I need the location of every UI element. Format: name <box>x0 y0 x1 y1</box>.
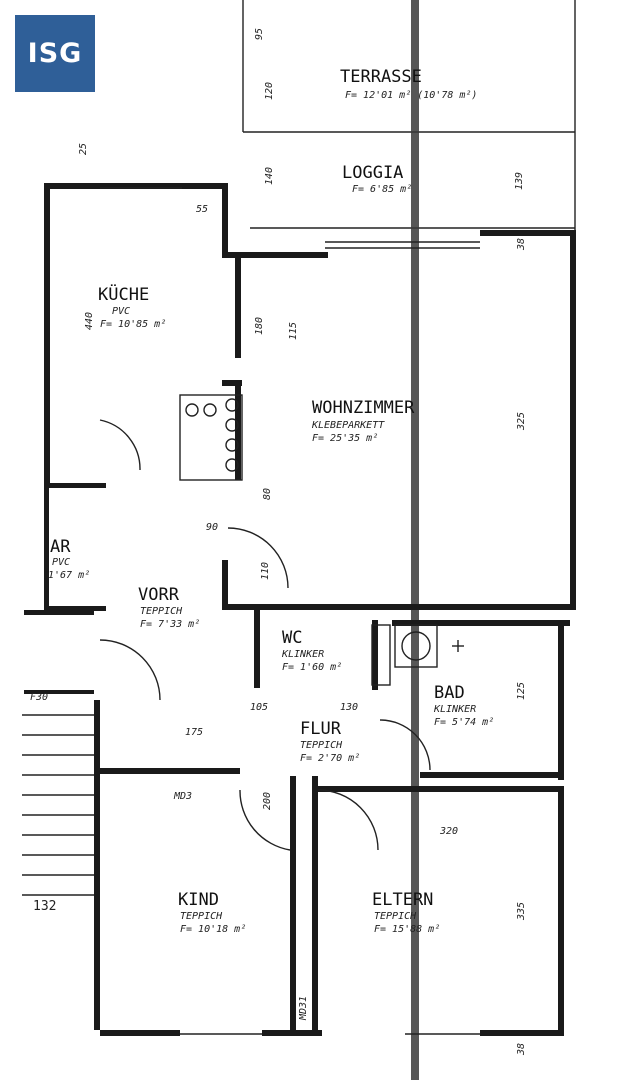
room-name-kind: KIND <box>178 890 219 910</box>
marks: 132 MD3 MD31 F30 <box>30 692 309 1021</box>
isg-logo: ISG <box>15 15 95 92</box>
room-area-kind: F= 10'18 m² <box>180 924 246 935</box>
room-area-loggia: F= 6'85 m² <box>352 184 412 195</box>
room-name-kueche: KÜCHE <box>98 283 149 305</box>
room-loggia: LOGGIA F= 6'85 m² <box>342 163 412 195</box>
dim-label: 80 <box>262 488 273 500</box>
room-area-eltern: F= 15'88 m² <box>374 924 440 935</box>
dim-label: 200 <box>262 792 273 810</box>
dim-label: 120 <box>264 82 275 100</box>
room-kind: KIND TEPPICH F= 10'18 m² <box>178 890 246 935</box>
dim-label: 38 <box>516 1043 527 1056</box>
room-floor-flur: TEPPICH <box>300 740 343 751</box>
room-name-flur: FLUR <box>300 719 342 739</box>
room-flur: FLUR TEPPICH F= 2'70 m² <box>300 719 360 764</box>
room-eltern: ELTERN TEPPICH F= 15'88 m² <box>372 890 440 935</box>
room-floor-wohnzimmer: KLEBEPARKETT <box>311 420 385 431</box>
room-area-wohnzimmer: F= 25'35 m² <box>312 433 378 444</box>
dimension-labels: 95 120 140 139 55 440 325 180 115 80 90 … <box>78 28 527 1056</box>
kitchen-stove <box>179 394 243 481</box>
dim-label: 90 <box>206 522 218 533</box>
room-vorr: VORR TEPPICH F= 7'33 m² <box>138 585 200 630</box>
room-floor-kueche: PVC <box>112 306 130 317</box>
dim-label: 180 <box>254 317 265 335</box>
room-wc: WC KLINKER F= 1'60 m² <box>281 628 342 673</box>
room-terrasse: TERRASSE F= 12'01 m² (10'78 m²) <box>340 67 477 101</box>
room-kueche: KÜCHE PVC F= 10'85 m² <box>98 283 166 330</box>
dim-label: 325 <box>516 412 527 431</box>
room-area-wc: F= 1'60 m² <box>282 662 342 673</box>
room-floor-ar: PVC <box>52 557 70 568</box>
room-ar: AR PVC 1'67 m² <box>48 537 90 581</box>
room-floor-kind: TEPPICH <box>180 911 223 922</box>
room-bad: BAD KLINKER F= 5'74 m² <box>433 683 494 728</box>
room-wohnzimmer: WOHNZIMMER KLEBEPARKETT F= 25'35 m² <box>311 398 415 444</box>
dim-label: 105 <box>250 702 268 713</box>
room-name-eltern: ELTERN <box>372 890 433 910</box>
logo-text: ISG <box>27 38 83 69</box>
room-name-bad: BAD <box>434 683 465 703</box>
room-name-wohnzimmer: WOHNZIMMER <box>312 398 415 418</box>
room-floor-bad: KLINKER <box>433 704 476 715</box>
room-area-flur: F= 2'70 m² <box>300 753 360 764</box>
dim-label: 55 <box>196 204 208 215</box>
room-name-wc: WC <box>282 628 302 648</box>
stair-number: 132 <box>33 899 56 914</box>
walls <box>24 0 576 1080</box>
dim-label: 140 <box>264 167 275 185</box>
terrace-outline <box>242 0 576 230</box>
door-swings <box>99 419 431 851</box>
dim-label: 125 <box>516 682 527 700</box>
dim-label: 175 <box>185 727 203 738</box>
room-name-loggia: LOGGIA <box>342 163 403 183</box>
room-area-bad: F= 5'74 m² <box>434 717 494 728</box>
dim-label: 25 <box>78 143 89 155</box>
room-area-ar: 1'67 m² <box>48 570 90 581</box>
room-floor-vorr: TEPPICH <box>140 606 183 617</box>
dim-label: 38 <box>516 238 527 251</box>
staircase <box>22 714 94 896</box>
room-area-vorr: F= 7'33 m² <box>140 619 200 630</box>
door-mark-md3: MD3 <box>173 791 192 802</box>
room-area-kueche: F= 10'85 m² <box>100 319 166 330</box>
bath-fixtures <box>371 624 464 686</box>
dim-label: 115 <box>288 322 299 340</box>
dim-label: 95 <box>254 28 265 40</box>
dim-label: 139 <box>514 172 525 190</box>
room-name-vorr: VORR <box>138 585 180 605</box>
door-mark-md31: MD31 <box>298 996 309 1021</box>
fire-door-mark: F30 <box>30 692 48 703</box>
dim-label: 130 <box>340 702 358 713</box>
room-floor-wc: KLINKER <box>281 649 324 660</box>
dim-label: 335 <box>516 902 527 921</box>
room-area-terrasse: F= 12'01 m² (10'78 m²) <box>345 90 477 101</box>
room-floor-eltern: TEPPICH <box>374 911 417 922</box>
dim-label: 320 <box>439 826 458 837</box>
windows <box>100 187 480 1035</box>
room-name-ar: AR <box>50 537 71 557</box>
room-name-terrasse: TERRASSE <box>340 67 422 87</box>
dim-label: 110 <box>260 562 271 580</box>
dim-label: 440 <box>84 312 95 330</box>
